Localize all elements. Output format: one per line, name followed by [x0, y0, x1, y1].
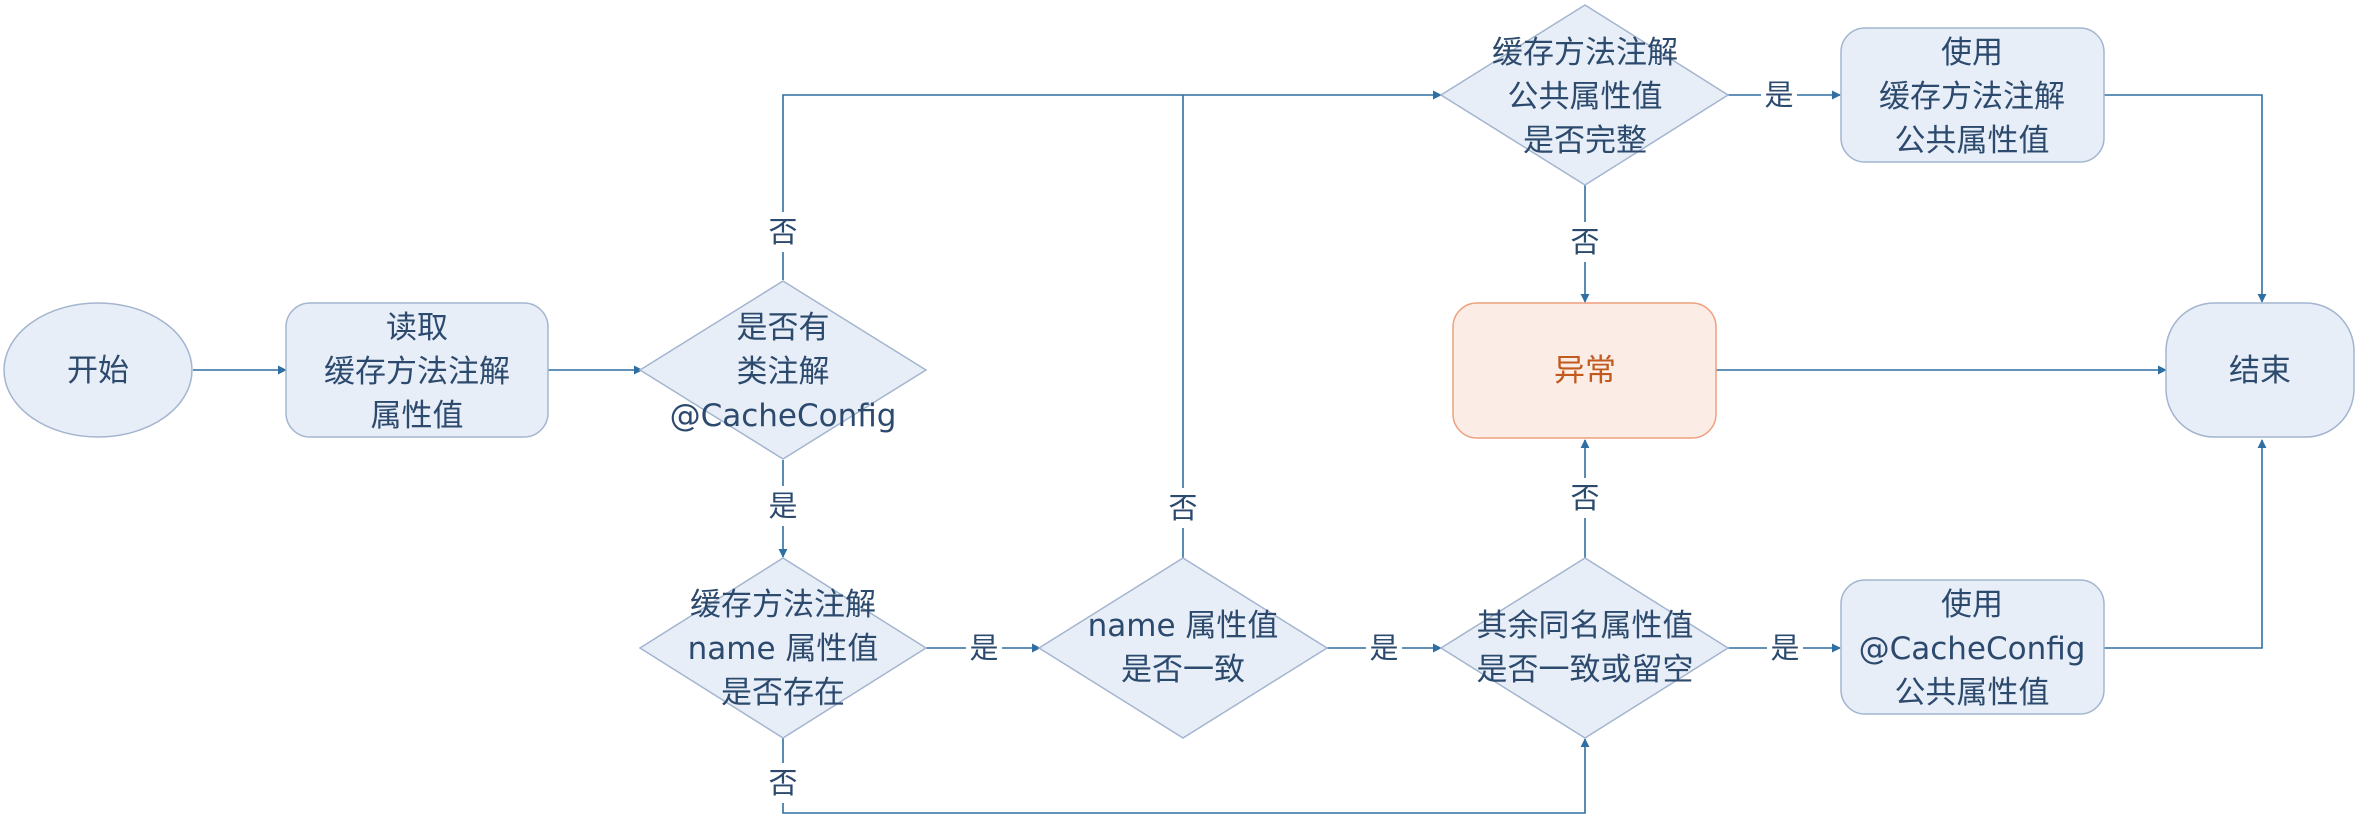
- node-name-consistent-line-2: 是否一致: [1121, 652, 1245, 688]
- node-complete-line-1: 缓存方法注解: [1492, 35, 1678, 71]
- node-use-cacheconfig-line-2: @CacheConfig: [1859, 631, 2086, 667]
- node-name-consistent: name 属性值 是否一致: [1037, 557, 1329, 739]
- node-name-exists-line-1: 缓存方法注解: [690, 587, 876, 623]
- node-complete-line-2: 公共属性值: [1508, 79, 1663, 115]
- node-use-cacheconfig: 使用 @CacheConfig 公共属性值: [1840, 579, 2105, 715]
- node-use-method-line-1: 使用: [1941, 35, 2003, 71]
- edge-label-class-no: 否: [768, 215, 797, 249]
- edge-label-class-yes: 是: [768, 489, 797, 523]
- edge-name-exists-no-to-others: [782, 738, 1590, 814]
- edge-label-complete-yes: 是: [1764, 78, 1793, 112]
- node-name-exists-line-3: 是否存在: [721, 675, 845, 711]
- node-use-method: 使用 缓存方法注解 公共属性值: [1840, 27, 2105, 163]
- node-start: 开始: [3, 302, 193, 438]
- node-use-method-line-2: 缓存方法注解: [1879, 79, 2065, 115]
- node-read-line-1: 读取: [386, 310, 448, 346]
- node-others-consistent: 其余同名属性值 是否一致或留空: [1439, 557, 1730, 739]
- node-start-label: 开始: [67, 353, 129, 389]
- edge-label-name-exists-yes: 是: [969, 631, 998, 665]
- node-method-complete: 缓存方法注解 公共属性值 是否完整: [1439, 4, 1730, 186]
- node-name-exists-line-2: name 属性值: [688, 631, 879, 667]
- edge-label-name-consistent-no: 否: [1168, 491, 1197, 525]
- node-class-line-1: 是否有: [737, 310, 830, 346]
- edge-label-others-yes: 是: [1770, 631, 1799, 665]
- node-read-line-3: 属性值: [371, 398, 464, 434]
- edge-label-name-exists-no: 否: [768, 766, 797, 800]
- node-end: 结束: [2165, 302, 2355, 438]
- node-class-line-2: 类注解: [737, 354, 830, 390]
- node-has-class-annotation: 是否有 类注解 @CacheConfig: [638, 280, 928, 460]
- node-read-line-2: 缓存方法注解: [324, 354, 510, 390]
- node-error-label: 异常: [1554, 353, 1616, 389]
- node-use-cacheconfig-line-1: 使用: [1941, 587, 2003, 623]
- node-others-line-2: 是否一致或留空: [1477, 652, 1694, 688]
- node-use-cacheconfig-line-3: 公共属性值: [1895, 675, 2050, 711]
- node-error: 异常: [1452, 302, 1717, 439]
- node-others-line-1: 其余同名属性值: [1477, 608, 1694, 644]
- node-complete-line-3: 是否完整: [1523, 123, 1647, 159]
- node-read-attributes: 读取 缓存方法注解 属性值: [285, 302, 549, 438]
- edge-label-others-no: 否: [1570, 481, 1599, 515]
- node-class-line-3: @CacheConfig: [670, 398, 897, 434]
- node-name-consistent-line-1: name 属性值: [1088, 608, 1279, 644]
- edge-use-method-to-end: [2104, 94, 2267, 303]
- edge-use-cacheconfig-to-end: [2104, 439, 2267, 649]
- edge-class-no-to-complete-check: [782, 90, 1442, 280]
- edge-label-complete-no: 否: [1570, 225, 1599, 259]
- edge-label-name-consistent-yes: 是: [1369, 631, 1398, 665]
- node-end-label: 结束: [2229, 353, 2291, 389]
- edge-labels: 否 是 是 否 否 是 是 否 是 否: [765, 75, 1803, 803]
- node-name-exists: 缓存方法注解 name 属性值 是否存在: [638, 557, 928, 739]
- node-use-method-line-3: 公共属性值: [1895, 123, 2050, 159]
